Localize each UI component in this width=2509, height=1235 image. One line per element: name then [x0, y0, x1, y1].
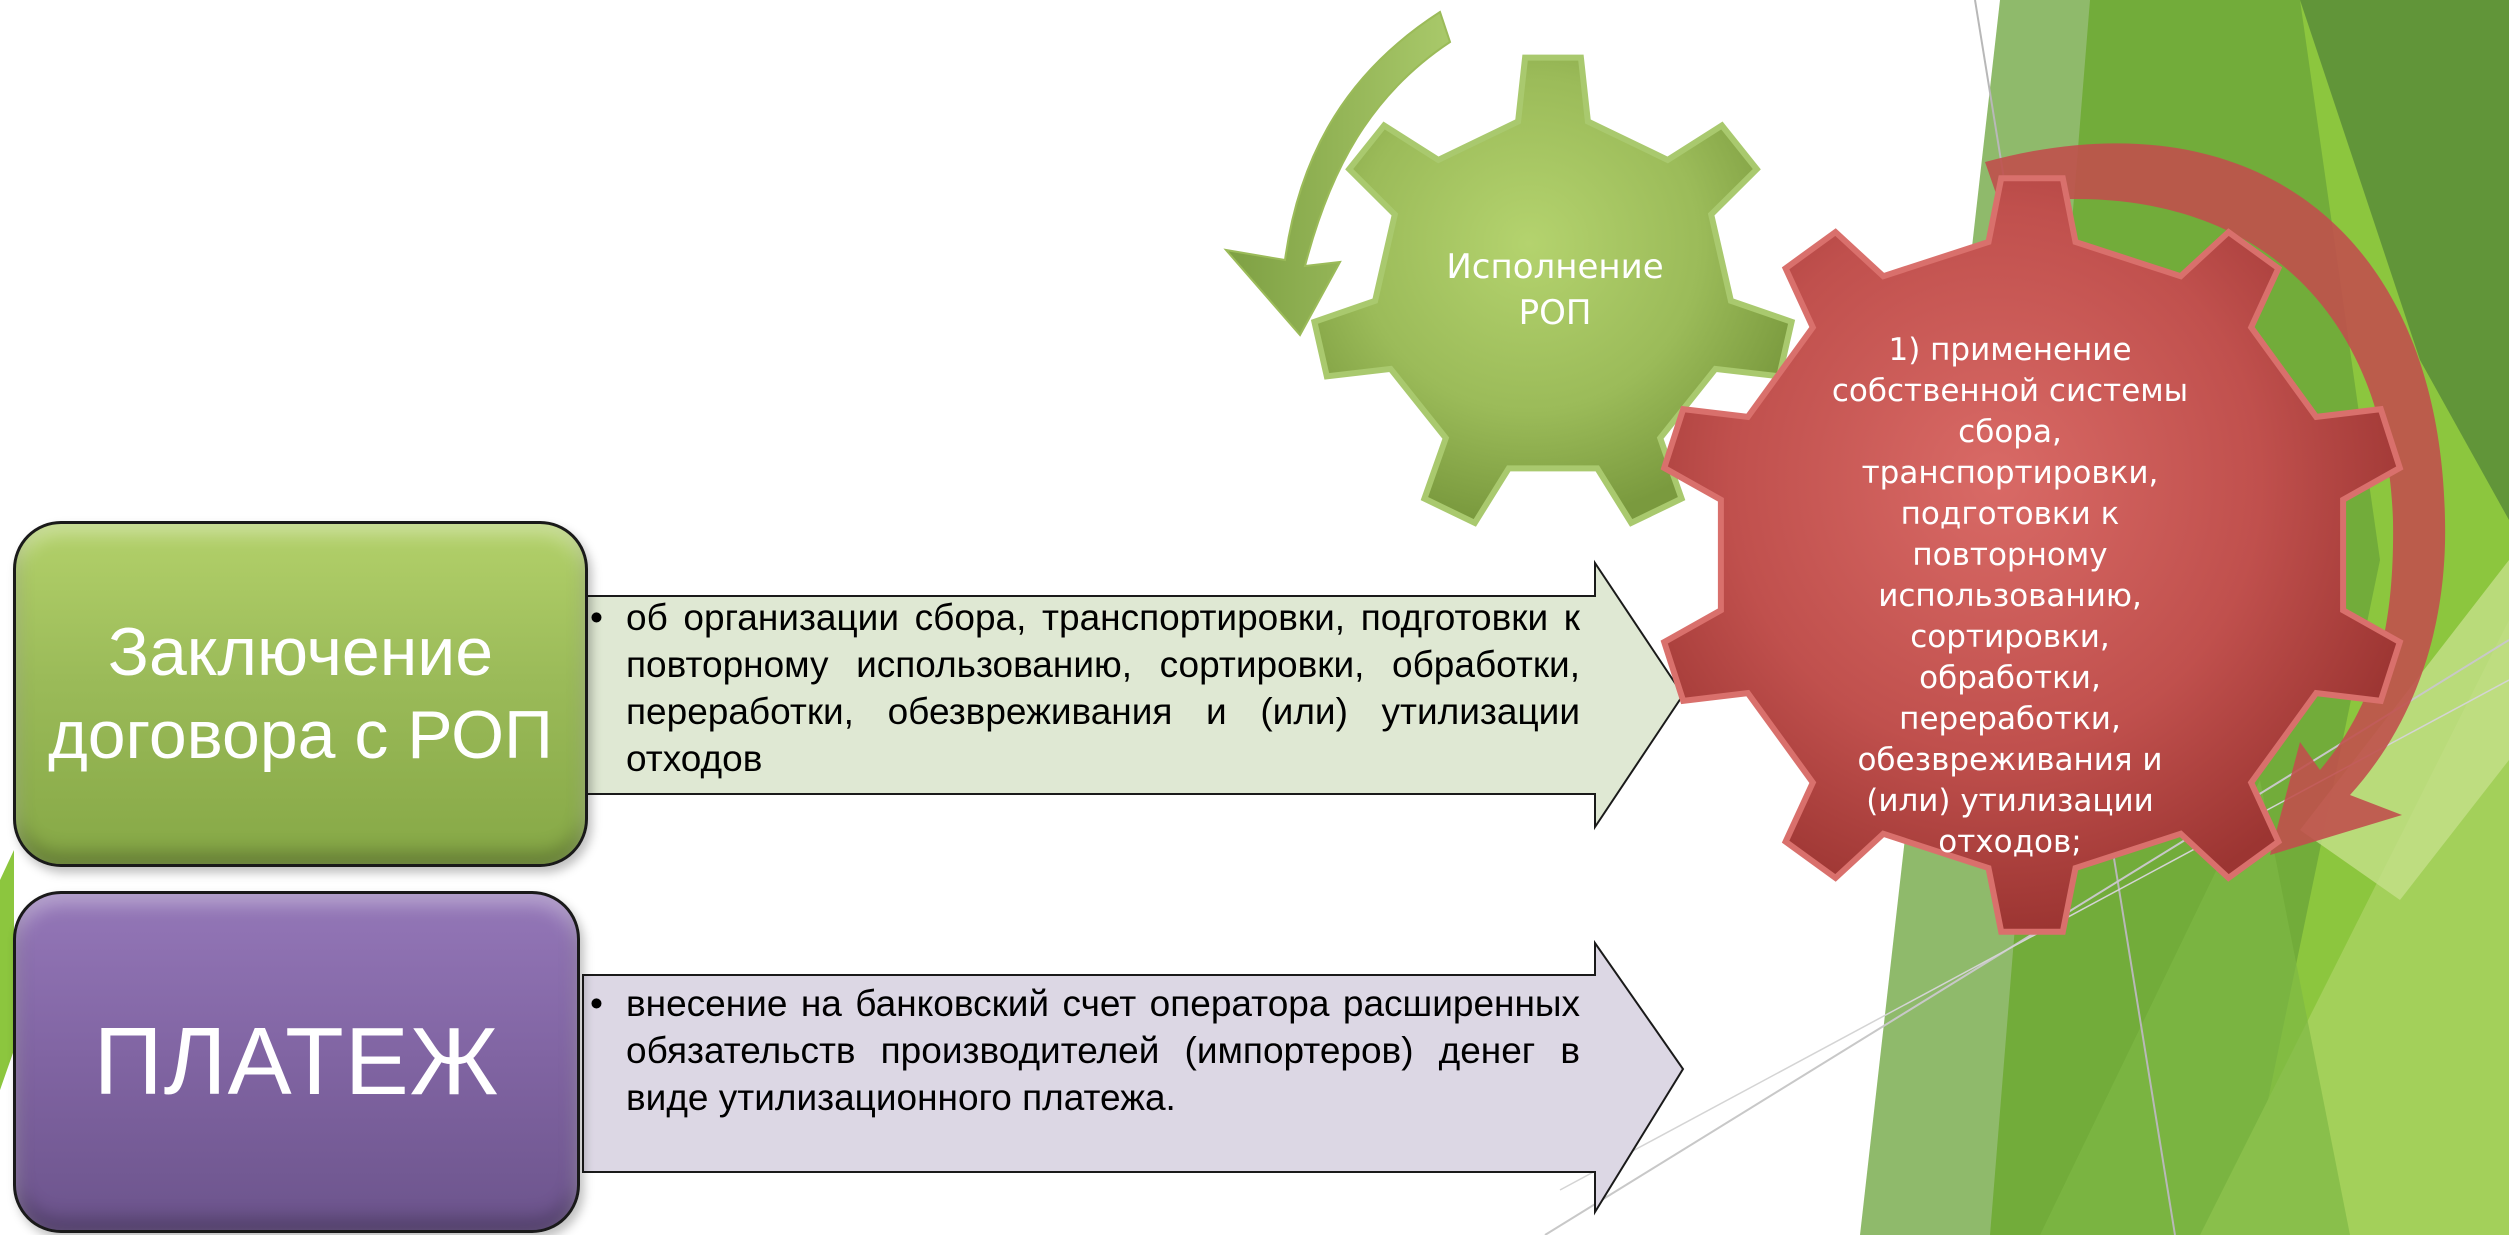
- gear-green-label-line1: Исполнение: [1446, 247, 1664, 287]
- contract-arrow-bullet: об организации сбора, транспортировки, п…: [588, 594, 1580, 782]
- gear-red: [1660, 175, 2404, 935]
- payment-box: ПЛАТЕЖ: [13, 891, 580, 1233]
- payment-arrow-bullet: внесение на банковский счет оператора ра…: [588, 980, 1580, 1121]
- gear-red-label: 1) применение собственной системы сбора,…: [1831, 332, 2189, 860]
- contract-box-title: Заключение договора с РОП: [48, 614, 553, 773]
- payment-box-title: ПЛАТЕЖ: [93, 1008, 500, 1115]
- gear-green: [1310, 54, 1796, 527]
- payment-arrow-text: внесение на банковский счет оператора ра…: [588, 980, 1580, 1121]
- curved-arrow-green: [1223, 10, 1452, 337]
- contract-box: Заключение договора с РОП: [13, 521, 588, 867]
- contract-arrow-text: об организации сбора, транспортировки, п…: [588, 594, 1580, 782]
- gear-green-label: Исполнение РОП: [1400, 244, 1710, 336]
- gear-green-label-line2: РОП: [1518, 293, 1592, 333]
